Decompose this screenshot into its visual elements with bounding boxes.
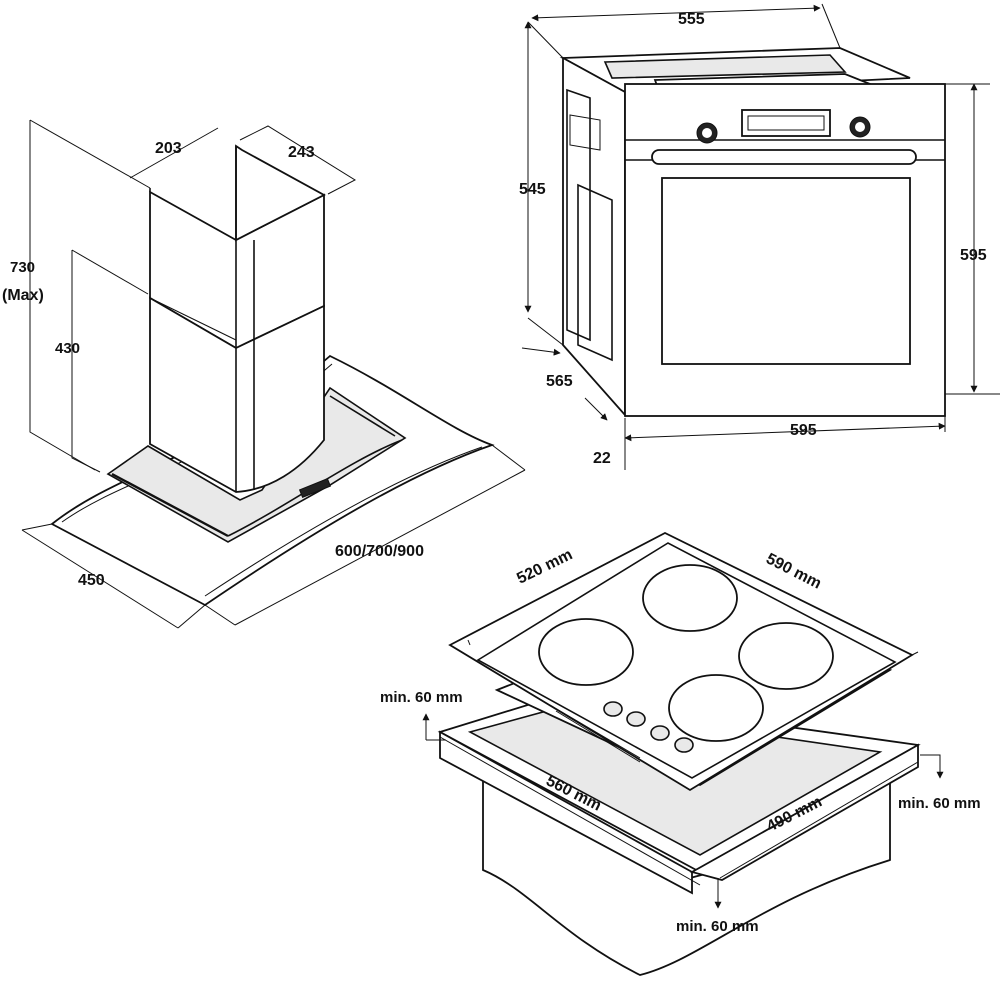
oven-front-height-label: 595 [960,247,987,264]
hob-knob-2 [626,711,646,727]
oven-front-width-label: 595 [790,422,817,439]
hob-knob-3 [650,725,670,741]
hob-clearance-left-label: min. 60 mm [380,689,463,706]
oven-body-side [562,56,626,418]
oven-display [741,109,831,137]
hob-burner-back [642,564,738,632]
oven-door-handle [651,149,917,165]
hob-burner-left [538,618,634,686]
oven-door-thickness-label: 22 [593,450,611,467]
hood-control-panel [298,478,332,498]
hob-glass-depth-label: 520 mm [514,546,575,587]
hob-burner-front [668,674,764,742]
oven-body-depth-label: 565 [546,373,573,390]
hood-height-min-label: 430 [55,340,80,357]
hob-clearance-bottom-label: min. 60 mm [676,918,759,935]
hob-drawing: 520 mm 590 mm 560 mm 490 mm min. 60 mm m… [380,531,981,976]
hood-height-max-note: (Max) [2,287,44,304]
hood-base-plate [106,386,407,543]
hood-widths-label: 600/700/900 [335,543,424,560]
hob-knob-4 [674,737,694,753]
hood-chimney-width-label: 203 [155,140,182,157]
oven-body-width-label: 555 [678,11,705,28]
cooker-hood-drawing: 730 (Max) 430 203 243 450 600/700/900 [2,119,526,629]
hob-burner-right [738,622,834,690]
built-in-oven-drawing: 555 545 595 565 595 22 [519,3,1000,470]
hob-clearance-right-label: min. 60 mm [898,795,981,812]
hood-depth-label: 450 [78,572,105,589]
oven-door-window [661,177,911,365]
hood-height-max-label: 730 [10,259,35,276]
cabinet-body [482,770,891,976]
hood-chimney-depth-label: 243 [288,144,315,161]
hob-knob-1 [603,701,623,717]
oven-body-height-label: 545 [519,181,546,198]
